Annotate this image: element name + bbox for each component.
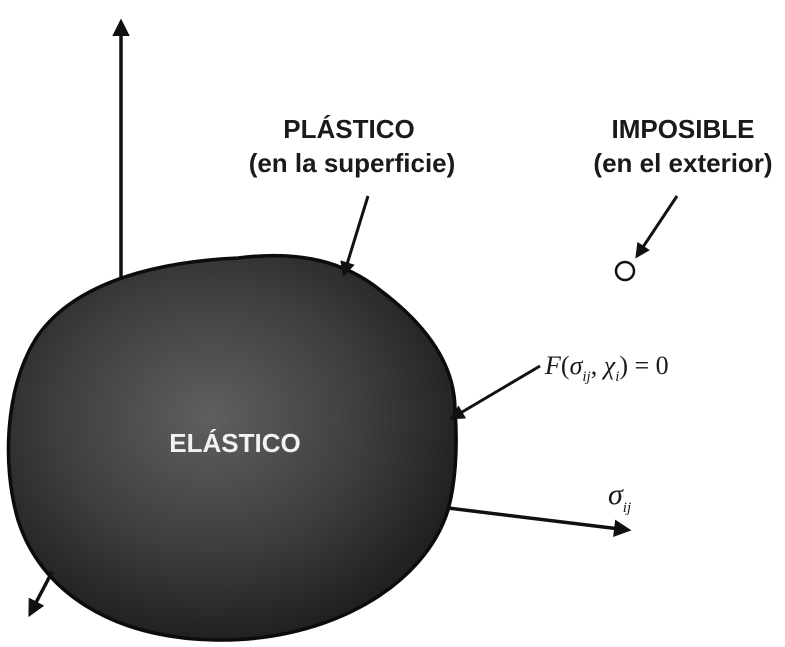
sigma-axis-arrow xyxy=(447,506,632,537)
yield-func-name: F xyxy=(544,351,562,380)
yield-chi: χ xyxy=(601,351,616,380)
elastic-region-body xyxy=(6,253,458,642)
sigma-subscript: ij xyxy=(623,500,631,516)
diagonal-axis-arrow xyxy=(28,571,54,618)
impossible-sublabel: (en el exterior) xyxy=(593,148,772,178)
yield-comma: , xyxy=(591,351,604,380)
sigma-axis-label: σij xyxy=(608,478,631,516)
impossible-state-point xyxy=(614,260,636,282)
sigma-symbol: σ xyxy=(608,478,624,511)
yield-function-label: F(σij, χi) = 0 xyxy=(544,351,669,385)
plastic-sublabel: (en la superficie) xyxy=(249,148,456,178)
yield-pointer-arrow xyxy=(449,364,541,420)
impossible-pointer-arrow xyxy=(635,195,679,259)
yield-open-paren: ( xyxy=(561,351,570,380)
yield-chi-sub: i xyxy=(615,369,619,385)
plastic-label: PLÁSTICO xyxy=(283,114,414,144)
yield-sigma: σ xyxy=(570,351,584,380)
yield-sigma-sub: ij xyxy=(582,369,590,385)
elastic-label: ELÁSTICO xyxy=(169,428,300,458)
plastic-pointer-arrow xyxy=(340,195,370,277)
impossible-label: IMPOSIBLE xyxy=(611,114,754,144)
yield-close: ) = 0 xyxy=(619,351,668,380)
